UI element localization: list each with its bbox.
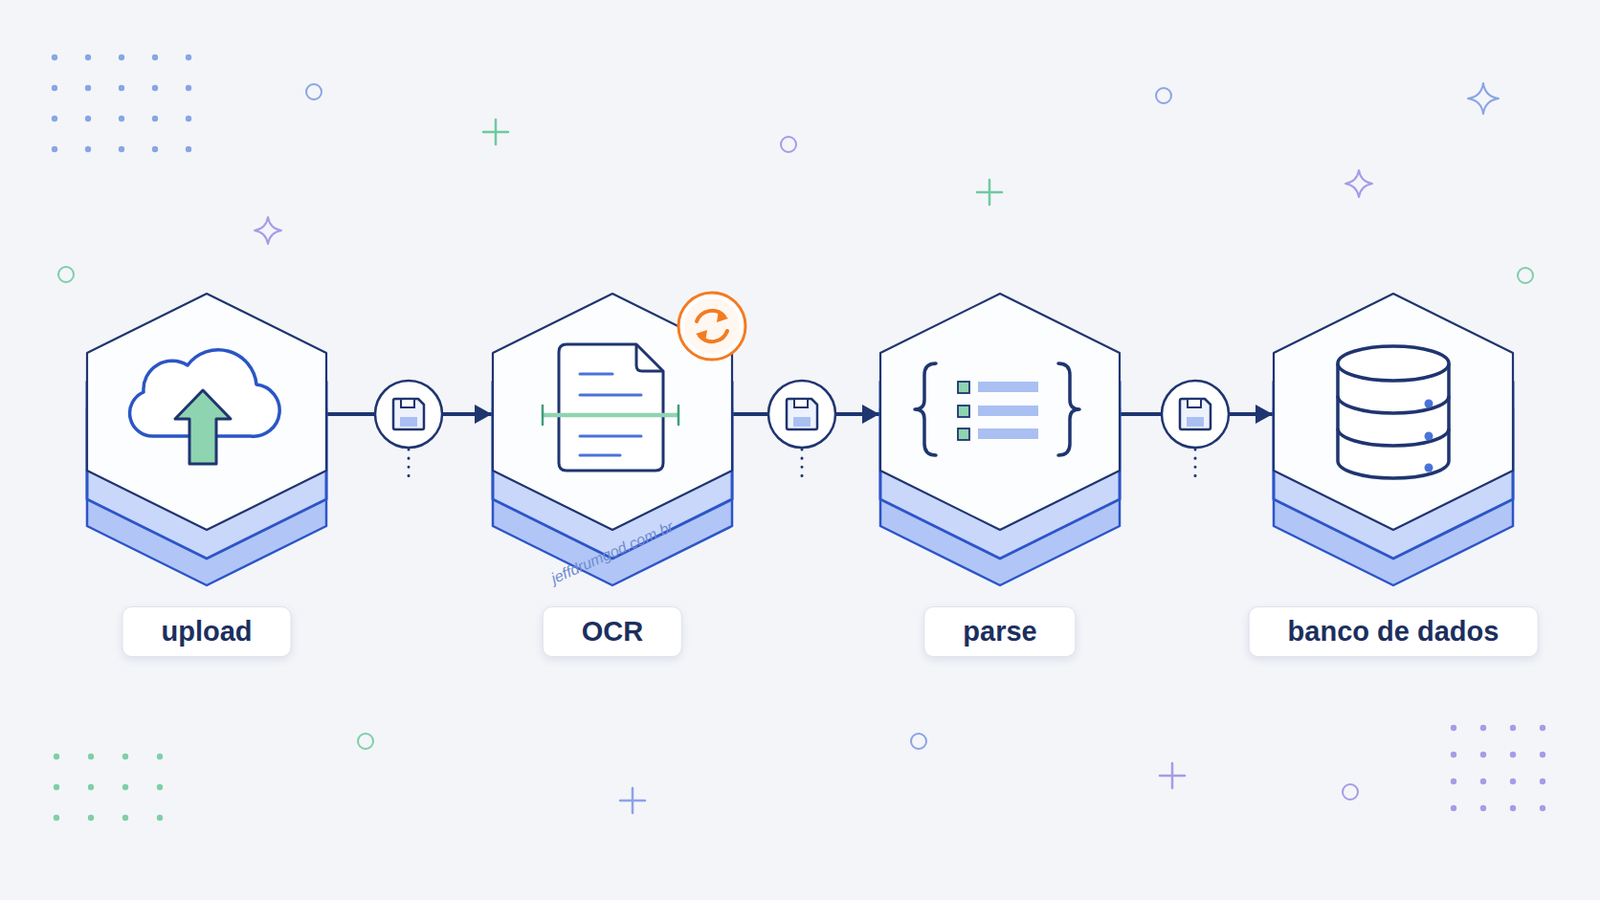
- plus-marks: [483, 119, 1185, 814]
- hexagon-face: [1273, 293, 1513, 531]
- stage-name: parse: [962, 616, 1037, 648]
- parse-json-icon: [914, 363, 1080, 456]
- stage-name: OCR: [581, 616, 644, 648]
- upload-cloud-icon: [130, 350, 281, 465]
- dot-grid: [1444, 718, 1563, 826]
- hexagon-stack: [87, 293, 327, 600]
- hexagon-face: [880, 293, 1120, 531]
- stage-label: upload: [121, 606, 291, 658]
- flow-arrow: [326, 412, 492, 417]
- database-icon: [1337, 346, 1449, 479]
- sparkles: [254, 83, 1499, 245]
- stage-label: banco de dados: [1248, 606, 1539, 658]
- ocr-document-icon: [542, 344, 679, 471]
- hexagon-face: [492, 293, 733, 531]
- hexagon-face: [87, 293, 327, 531]
- pipeline-stage: upload: [87, 293, 327, 658]
- flow-arrow: [732, 412, 880, 417]
- pipeline-stage: parse: [880, 293, 1120, 658]
- stage-label: OCR: [542, 606, 683, 658]
- dot-grid: [44, 47, 213, 171]
- flow-arrow: [1119, 412, 1273, 417]
- stage-name: upload: [160, 616, 252, 648]
- dot-grid: [46, 747, 185, 840]
- refresh-badge: [678, 292, 746, 360]
- hexagon-stack: [880, 293, 1120, 600]
- save-checkpoint: [375, 380, 1229, 485]
- hexagon-stack: [1273, 293, 1513, 600]
- stage-label: parse: [923, 606, 1076, 658]
- ring-dots: [58, 84, 1534, 800]
- pipeline-stage: banco de dados: [1273, 293, 1513, 658]
- pipeline-stage: OCR: [492, 293, 733, 658]
- stage-name: banco de dados: [1288, 616, 1500, 648]
